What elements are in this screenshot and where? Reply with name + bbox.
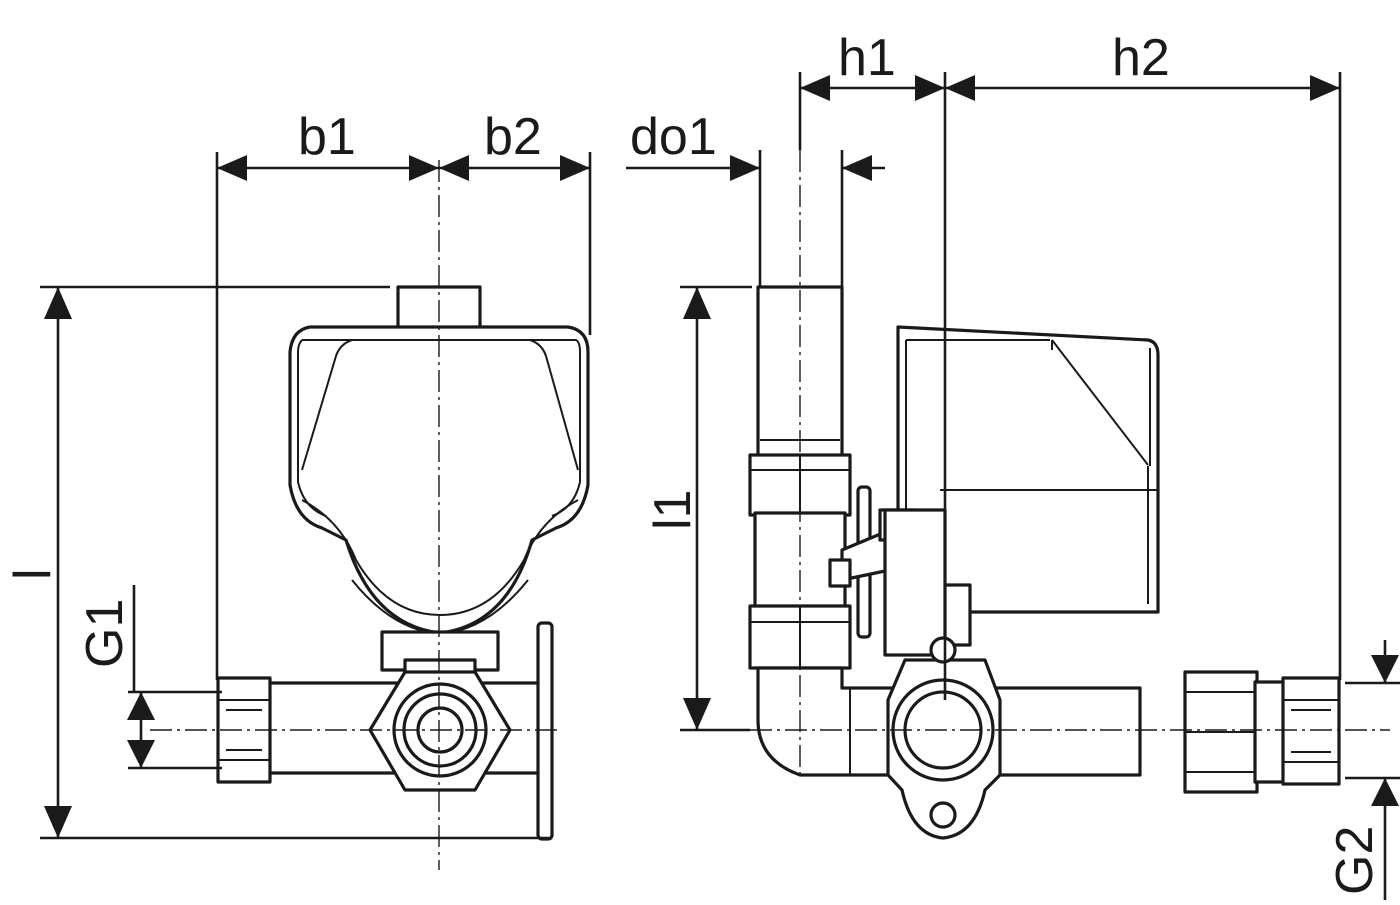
side-view xyxy=(680,150,1390,840)
dim-b2-label: b2 xyxy=(484,108,542,166)
dim-do1-label: do1 xyxy=(630,108,717,166)
side-dimensions: h1 h2 do1 l1 G2 xyxy=(626,29,1400,900)
dim-l1-label: l1 xyxy=(644,490,702,530)
dim-h1-label: h1 xyxy=(838,29,896,87)
front-view xyxy=(150,160,590,870)
wall-plate xyxy=(536,621,554,841)
dim-G1-label: G1 xyxy=(76,599,134,668)
actuator-housing xyxy=(896,325,1160,614)
dim-G2-label: G2 xyxy=(1326,826,1384,895)
dim-l-label: l xyxy=(4,568,62,580)
dim-h2-label: h2 xyxy=(1112,29,1170,87)
front-dimensions: b1 b2 l G1 xyxy=(4,108,592,840)
dim-b1-label: b1 xyxy=(298,108,356,166)
